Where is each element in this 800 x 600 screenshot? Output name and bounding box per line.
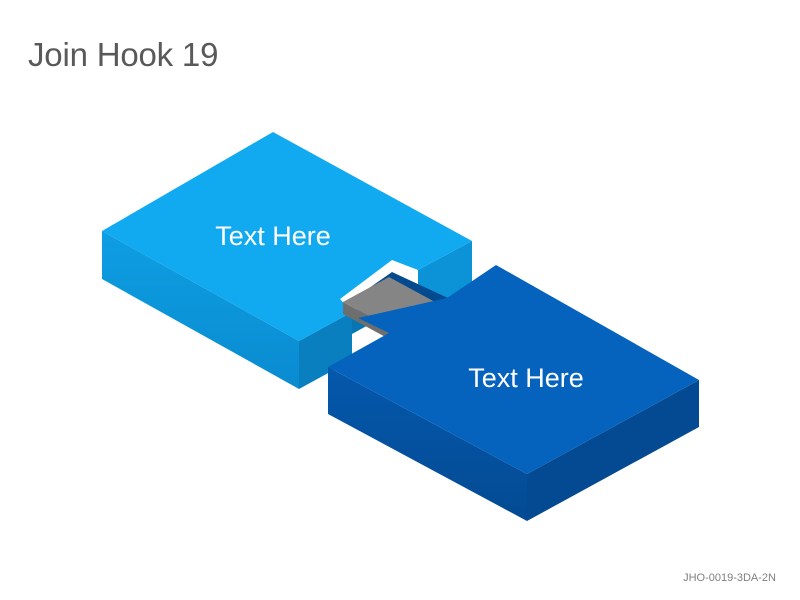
page-title: Join Hook 19 [28,36,219,73]
footer-code: JHO-0019-3DA-2N [683,572,776,584]
right-block: Text Here [328,265,699,521]
right-block-side-right [527,380,699,521]
left-block-top [102,132,472,341]
left-block-side-right [299,312,352,389]
right-block-side-front [328,367,527,521]
right-block-label: Text Here [468,363,584,393]
left-block-side-front [102,231,299,389]
left-block-label: Text Here [215,221,331,251]
right-block-top [328,265,699,474]
